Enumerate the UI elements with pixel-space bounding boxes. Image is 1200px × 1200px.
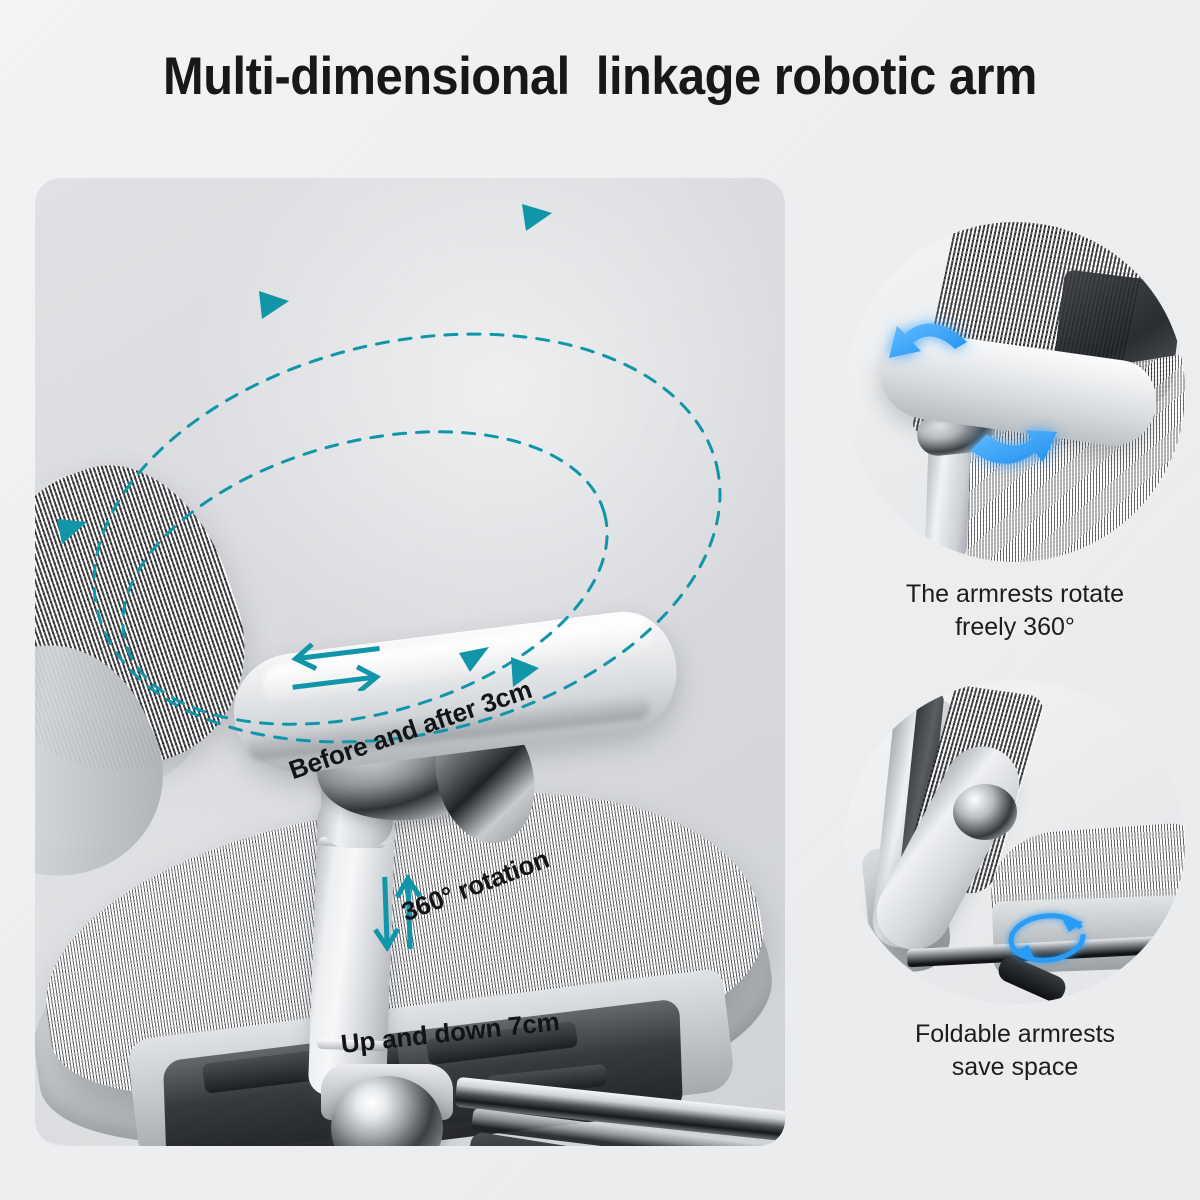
caption-line-2: freely 360° (955, 613, 1075, 641)
orbit-arrowhead-top (522, 204, 552, 231)
main-photo-panel: Before and after 3cm 360° rotation Up an… (35, 178, 785, 1146)
inset-fold-caption: Foldable armrests save space (845, 1018, 1185, 1084)
orbit-arrowhead-inner-top (259, 291, 289, 319)
caption-line-1: Foldable armrests (914, 1020, 1116, 1048)
inset-fold-arrow (1008, 913, 1086, 963)
inset-rotate-arrows (889, 323, 1057, 464)
curved-arrow-up-left-icon (889, 323, 967, 358)
inset-rotate-caption: The armrests rotate freely 360° (845, 578, 1185, 644)
inset-armrest-rotate (845, 222, 1185, 562)
vertical-updown-arrows-icon (373, 874, 422, 952)
caption-line-1: The armrests rotate (905, 580, 1125, 608)
inset-armrest-hinge (953, 784, 1017, 840)
caption-line-2: save space (951, 1053, 1079, 1081)
curved-arrow-right-icon (971, 430, 1057, 464)
inset-armrest-folded (845, 680, 1185, 1004)
page-title: Multi-dimensional linkage robotic arm (163, 47, 1037, 106)
circular-rotation-arrow-icon (1008, 913, 1086, 963)
horizontal-swap-icon (291, 642, 382, 694)
